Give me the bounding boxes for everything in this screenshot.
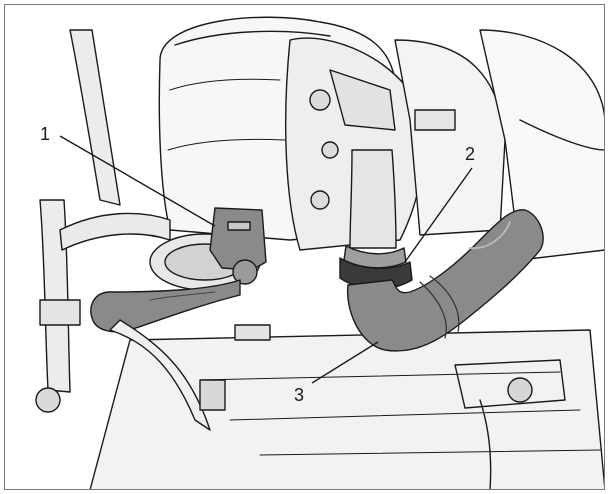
engine-block <box>89 329 605 490</box>
leader-line-2 <box>404 167 473 263</box>
sensor <box>209 207 267 271</box>
callout-2: 2 <box>465 144 475 164</box>
callout-3: 3 <box>294 385 304 405</box>
right-housing <box>394 39 506 236</box>
leader-line-1 <box>59 135 216 227</box>
vertical-pipe <box>349 149 397 249</box>
left-pipe-upper <box>69 29 121 206</box>
bolt <box>507 377 533 403</box>
figure-border <box>4 4 605 490</box>
coolant-hose <box>346 209 544 352</box>
leader-line-3 <box>311 341 379 384</box>
wiring-harness <box>109 319 211 431</box>
callout-1: 1 <box>40 124 50 144</box>
